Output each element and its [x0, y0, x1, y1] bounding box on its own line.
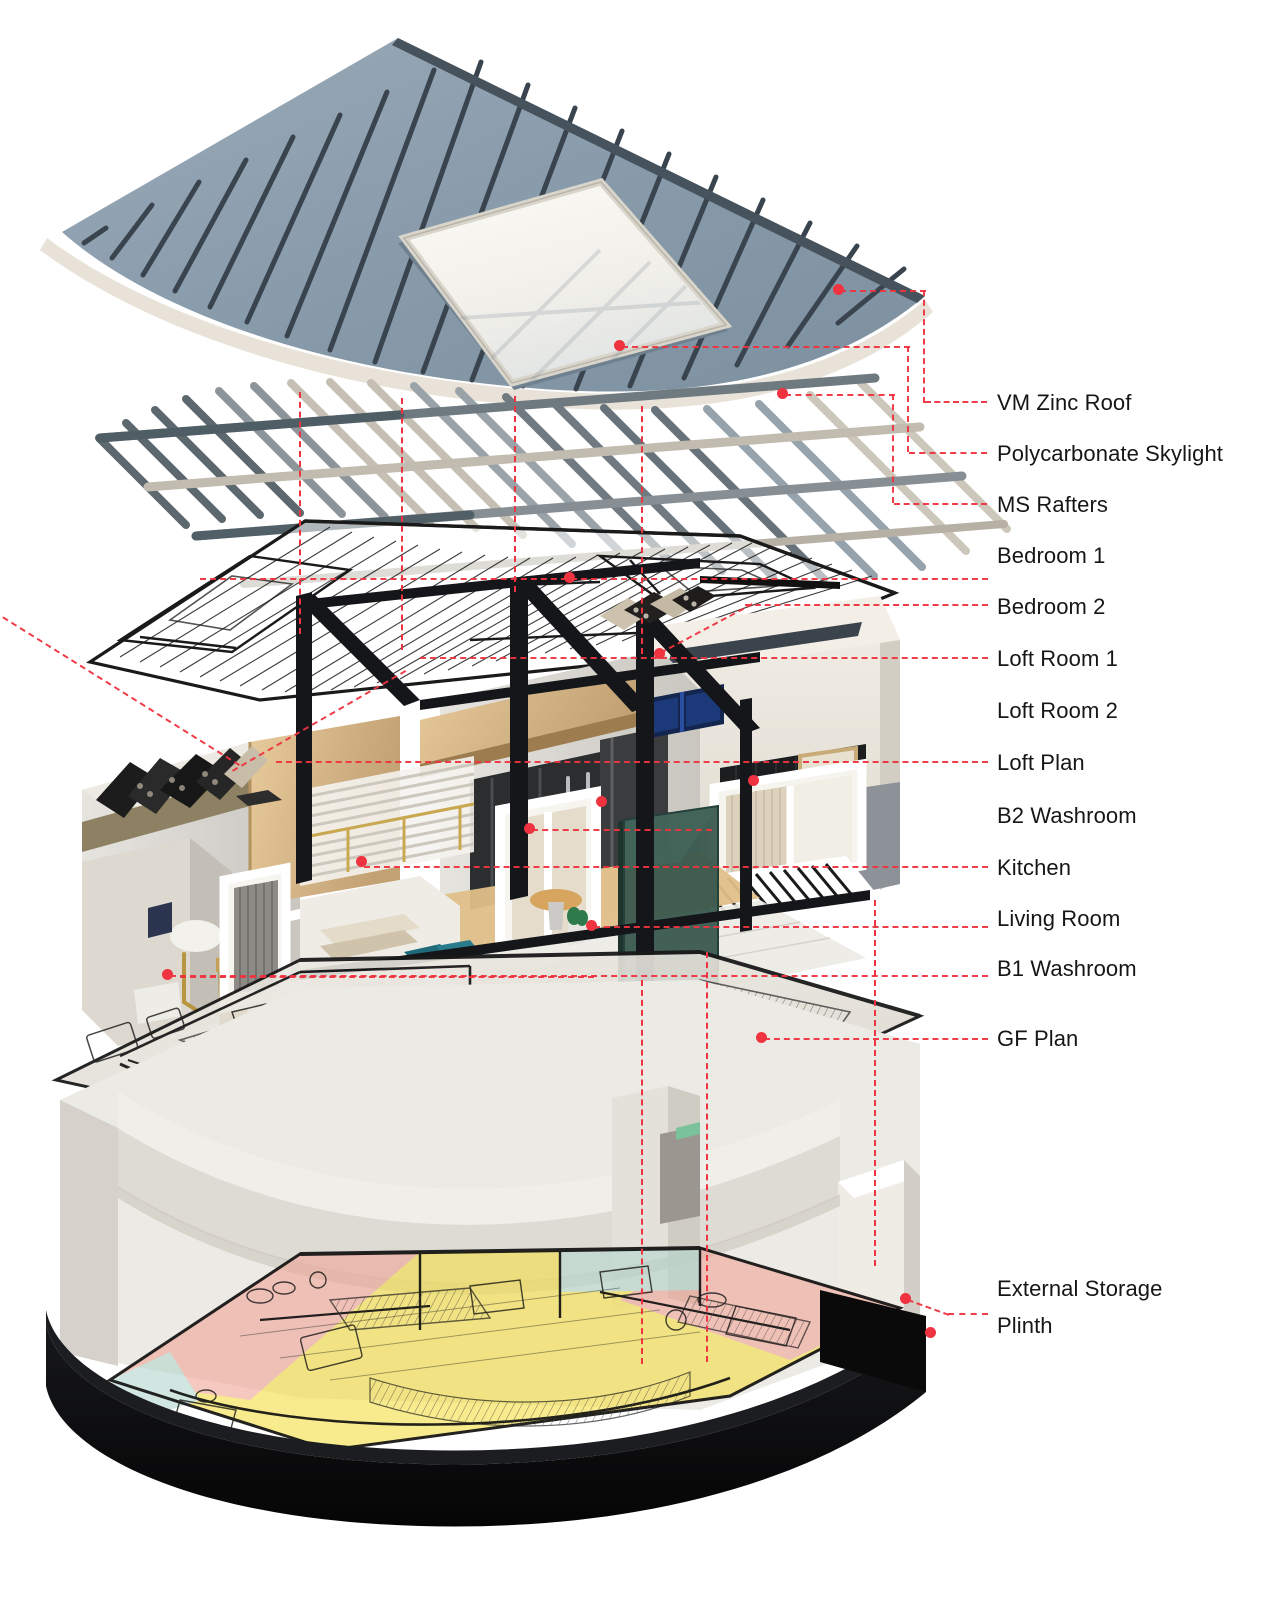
plinth-layer: [46, 1290, 926, 1527]
label-b2-washroom[interactable]: B2 Washroom: [997, 803, 1137, 828]
alignment-line-4: [641, 406, 643, 654]
leader-h-ms-rafters-a: [785, 394, 895, 396]
black-steel-frame: [296, 558, 870, 1018]
leader-v-ms-rafters: [892, 394, 894, 503]
label-living-room[interactable]: Living Room: [997, 906, 1121, 931]
alignment-line-5: [641, 980, 643, 1364]
leader-h-gf-plan: [764, 1038, 988, 1040]
label-b1-washroom[interactable]: B1 Washroom: [997, 956, 1137, 981]
leader-h-bedroom-2: [745, 604, 988, 606]
leader-dot-plinth: [925, 1327, 936, 1338]
leader-dot-gf-plan: [756, 1032, 767, 1043]
leader-d-bedroom-2: [660, 603, 753, 654]
left-door-window: [219, 862, 304, 1014]
leader-h-vm-zinc-roof-a: [840, 290, 926, 292]
cutaway-model-layer: [82, 558, 900, 1046]
ms-rafters-layer: [95, 373, 1011, 588]
leader-dot-b1-washroom: [162, 969, 173, 980]
centre-glass-door: [495, 785, 601, 973]
label-external-storage[interactable]: External Storage: [997, 1276, 1163, 1301]
leader-h-living-room: [594, 926, 988, 928]
loft-plan-layer: [85, 519, 900, 702]
leader-dot-kitchen: [356, 856, 367, 867]
zoning-plan-lines: [106, 1246, 904, 1452]
leader-h-skylight-b: [909, 452, 987, 454]
leader-h-vm-zinc-roof-b: [925, 401, 987, 403]
label-loft-plan[interactable]: Loft Plan: [997, 750, 1085, 775]
leader-dot-vm-zinc-roof: [833, 284, 844, 295]
leader-h-external-storage: [948, 1313, 988, 1315]
leader-v-vm-zinc-roof: [923, 290, 925, 403]
leader-dot-loft-room-2: [596, 796, 607, 807]
vm-zinc-roof-layer: [40, 38, 933, 410]
leader-h-living-room-left: [180, 976, 594, 978]
label-kitchen[interactable]: Kitchen: [997, 855, 1072, 880]
leader-v-skylight: [907, 346, 909, 452]
leader-d-external-storage: [907, 1299, 950, 1316]
label-ms-rafters[interactable]: MS Rafters: [997, 492, 1109, 517]
leader-dot-bedroom-1: [564, 572, 575, 583]
alignment-line-1: [299, 392, 301, 634]
green-glass-door: [618, 804, 719, 1002]
polycarbonate-skylight: [398, 178, 733, 388]
label-bedroom-1[interactable]: Bedroom 1: [997, 543, 1106, 568]
leader-dot-external-storage: [900, 1293, 911, 1304]
leader-h-kitchen: [364, 866, 988, 868]
leader-dot-skylight: [614, 340, 625, 351]
label-loft-room-2[interactable]: Loft Room 2: [997, 698, 1118, 723]
leader-dot-bedroom-2: [654, 648, 665, 659]
label-polycarbonate-skylight[interactable]: Polycarbonate Skylight: [997, 441, 1223, 466]
leader-h-b2-washroom: [532, 829, 712, 831]
pillow-cluster-right: [600, 586, 716, 630]
leader-d-loft-room-1: [232, 670, 407, 772]
leader-h-bedroom-1: [200, 578, 988, 580]
external-storage-volume: [838, 1160, 920, 1362]
leader-h-skylight-a: [622, 346, 910, 348]
right-window: [709, 758, 867, 898]
label-bedroom-2[interactable]: Bedroom 2: [997, 594, 1106, 619]
label-gf-plan[interactable]: GF Plan: [997, 1026, 1079, 1051]
gf-plan-layer: [51, 950, 925, 1142]
leader-h-b1-washroom: [170, 975, 988, 977]
zoning-plan-overlay: [110, 1248, 900, 1450]
lower-volume: [60, 980, 920, 1410]
alignment-line-6: [706, 952, 708, 1362]
leader-dot-ms-rafters: [777, 388, 788, 399]
leader-h-loft-plan: [276, 761, 988, 763]
leader-h-ms-rafters-b: [894, 503, 987, 505]
label-vm-zinc-roof[interactable]: VM Zinc Roof: [997, 390, 1132, 415]
label-loft-room-1[interactable]: Loft Room 1: [997, 646, 1118, 671]
alignment-line-2: [401, 398, 403, 650]
alignment-line-7: [874, 900, 876, 1266]
leader-h-loft-room-1: [420, 657, 988, 659]
leader-dot-living-room: [586, 920, 597, 931]
leader-dot-b2-washroom: [524, 823, 535, 834]
leader-dot-loft-room-1: [748, 775, 759, 786]
alignment-line-3: [514, 396, 516, 592]
leader-d-bedroom-1: [0, 573, 241, 766]
label-plinth[interactable]: Plinth: [997, 1313, 1053, 1338]
